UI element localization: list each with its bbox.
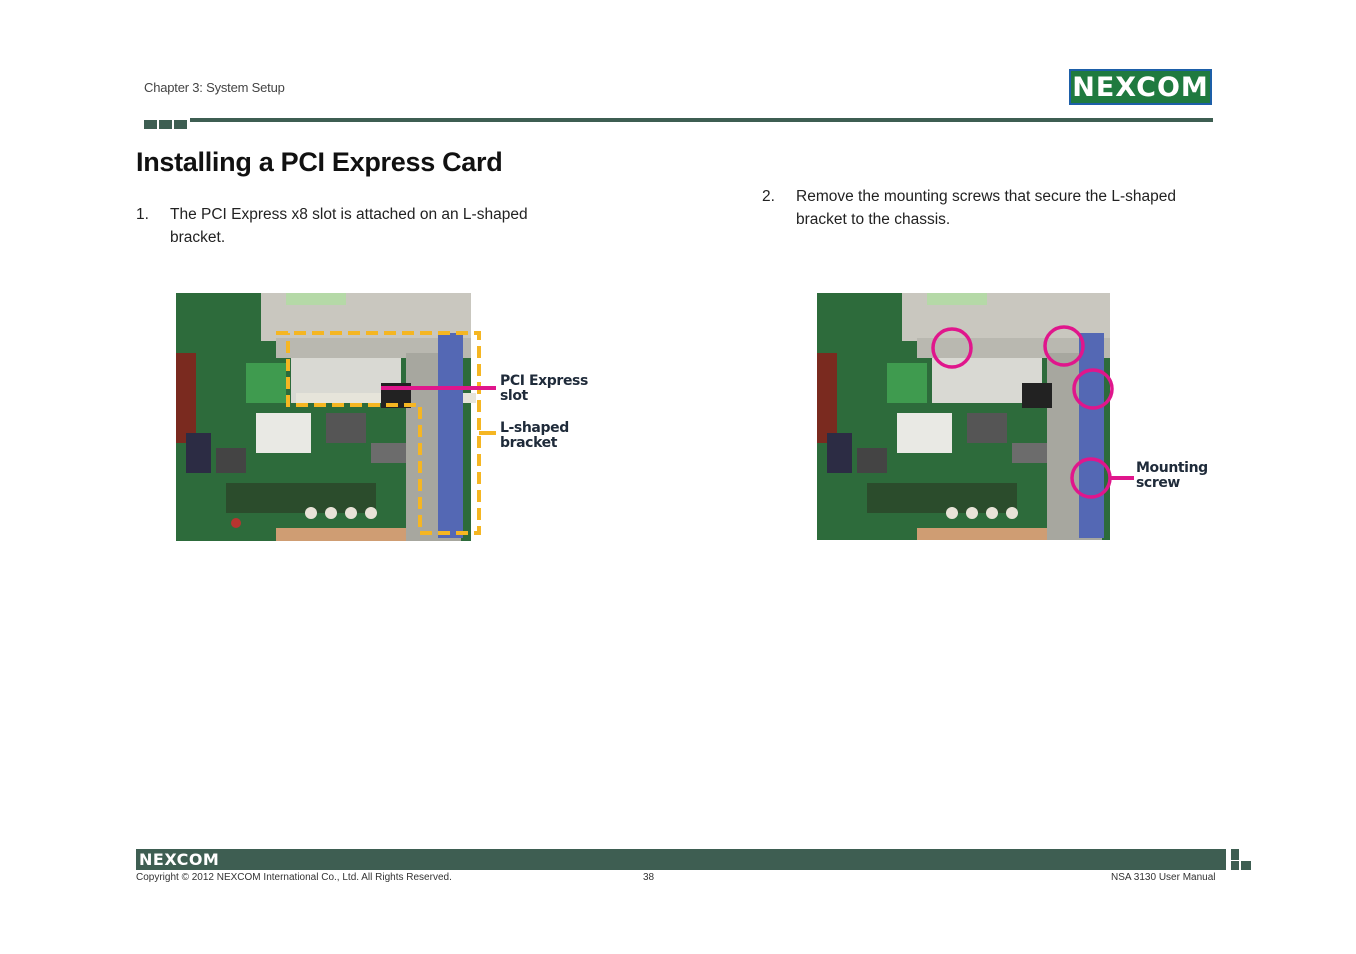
chapter-label: Chapter 3: System Setup (144, 80, 285, 95)
callout-pci-express-slot: PCI Express slot (500, 374, 588, 404)
step-2-text: Remove the mounting screws that secure t… (796, 188, 1176, 228)
step-1-number: 1. (136, 206, 149, 223)
nexcom-logo-text: NEXCOM (1072, 71, 1209, 103)
header-rule (190, 118, 1213, 122)
callout-l-shaped-bracket: L-shaped bracket (500, 421, 569, 451)
footer-page-number: 38 (643, 872, 655, 883)
callout-bracket-line-1: L-shaped (500, 420, 569, 436)
figure-pci-slot-photo: PCI Express slot L-shaped bracket (176, 293, 596, 543)
step-1-text: The PCI Express x8 slot is attached on a… (170, 206, 528, 246)
figure-mounting-screws-photo: Mounting screw (817, 293, 1217, 543)
motherboard-photo-2 (817, 293, 1134, 540)
motherboard-photo-1 (176, 293, 496, 541)
page-title: Installing a PCI Express Card (136, 147, 503, 177)
step-2-number: 2. (762, 188, 775, 205)
footer-copyright: Copyright © 2012 NEXCOM International Co… (136, 872, 452, 883)
header-squares-decoration (144, 120, 187, 129)
callout-mounting-line-2: screw (1136, 475, 1180, 491)
callout-mounting-line-1: Mounting (1136, 460, 1208, 476)
nexcom-logo: NEXCOM (1069, 69, 1212, 105)
step-1: 1. The PCI Express x8 slot is attached o… (136, 203, 556, 253)
footer-bar (136, 849, 1226, 870)
callout-mounting-screw: Mounting screw (1136, 461, 1208, 491)
footer-blocks-decoration (1231, 849, 1251, 871)
step-2: 2. Remove the mounting screws that secur… (762, 185, 1212, 235)
callout-bracket-line-2: bracket (500, 435, 557, 451)
footer-nexcom-logo: NEXCOM (139, 850, 220, 869)
callout-pci-line-1: PCI Express (500, 373, 588, 389)
callout-pci-line-2: slot (500, 388, 528, 404)
footer-manual-name: NSA 3130 User Manual (1111, 872, 1216, 883)
